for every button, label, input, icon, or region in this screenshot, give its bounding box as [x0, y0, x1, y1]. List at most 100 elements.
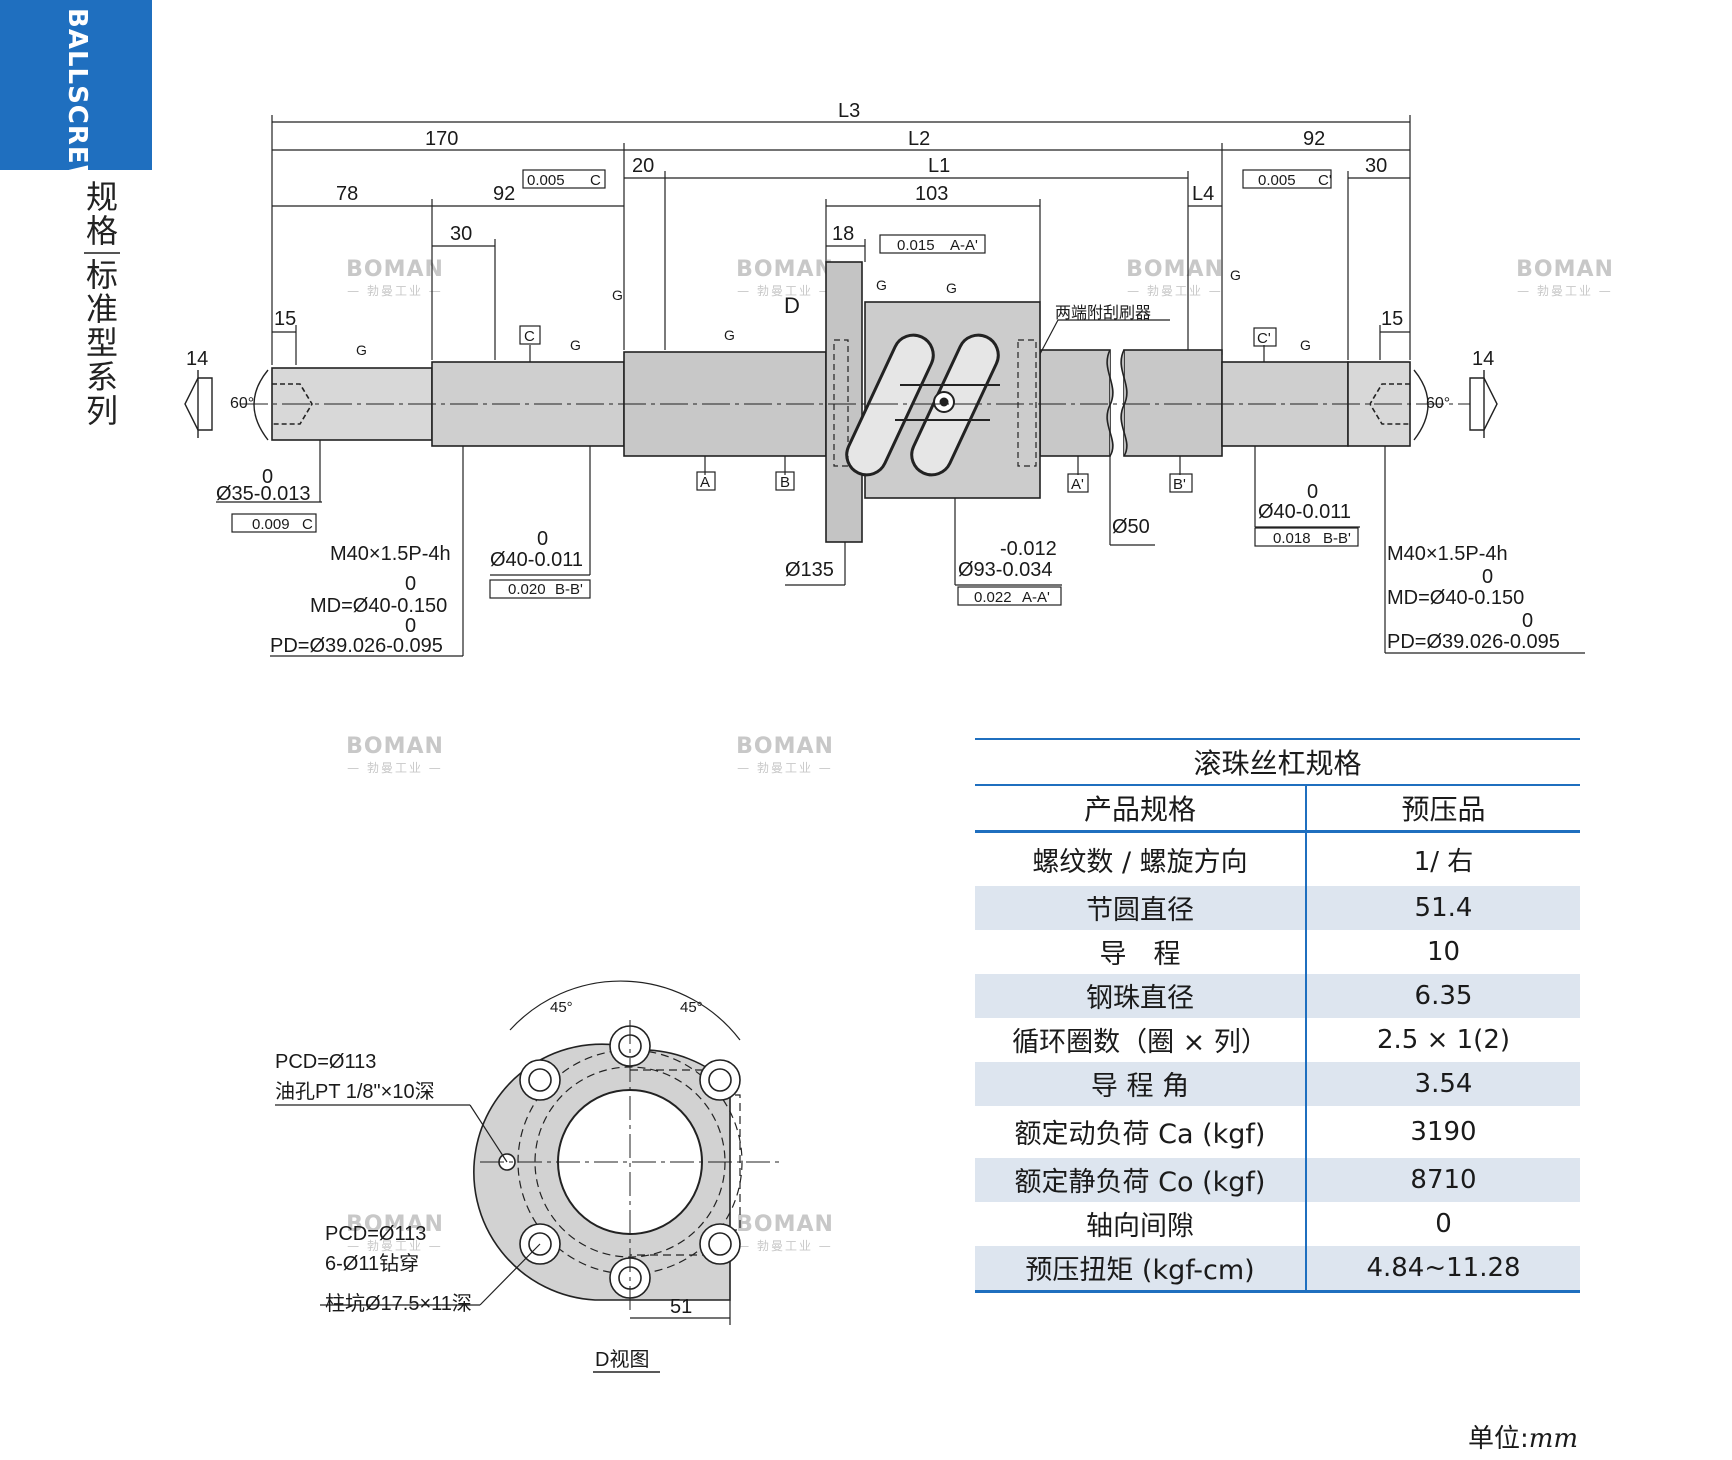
side-title-2: 标准型系列: [85, 256, 118, 430]
flange-view: [275, 980, 780, 1373]
side-tab: BALLSCREWS: [0, 0, 152, 214]
thread-left: M40×1.5P-4h: [330, 543, 451, 565]
tol-ref-aa: A-A': [950, 237, 978, 254]
d93: Ø93-0.034: [958, 559, 1053, 581]
watermark-logo: BOMAN— 勃曼工业 —: [346, 257, 444, 298]
angle-45-right: 45°: [680, 999, 703, 1016]
runout-nut-ref: A-A': [1022, 589, 1050, 606]
view-d-label: D: [784, 293, 800, 318]
d93-tol: -0.012: [1000, 538, 1057, 560]
datum-a2: A': [1071, 476, 1084, 493]
table-row: 预压扭矩 (kgf-cm)4.84~11.28: [975, 1245, 1580, 1293]
unit-label: 单位:mm: [1468, 1418, 1578, 1455]
grind-symbol: G: [1300, 337, 1311, 353]
datum-b2: B': [1173, 476, 1186, 493]
table-row: 额定动负荷 Ca (kgf)3190: [975, 1105, 1580, 1158]
grind-symbol: G: [1230, 267, 1241, 283]
mount-holes: 6-Ø11钻穿: [325, 1252, 419, 1275]
thread-right: M40×1.5P-4h: [1387, 543, 1508, 565]
tol-perp-c: 0.005: [527, 172, 565, 189]
tolerance-frames: [231, 169, 1359, 606]
watermark-logo: BOMAN— 勃曼工业 —: [736, 1212, 834, 1253]
watermark-logo: BOMAN— 勃曼工业 —: [1516, 257, 1614, 298]
side-title: 规格 标准型系列: [84, 180, 120, 428]
md-right: MD=Ø40-0.150: [1387, 587, 1524, 609]
grind-symbol: G: [612, 287, 623, 303]
dim-15-right: 15: [1381, 308, 1403, 330]
grind-symbol: G: [876, 277, 887, 293]
tol-perp-c2: 0.005: [1258, 172, 1296, 189]
d50: Ø50: [1112, 516, 1150, 538]
hex-end-symbols: [184, 369, 1498, 441]
runout-right-ref: B-B': [1323, 530, 1351, 547]
d40-left: Ø40-0.011: [490, 549, 583, 571]
screw-shaft: [271, 261, 1411, 543]
dim-103: 103: [915, 183, 948, 205]
tol-ref-c: C: [590, 172, 601, 189]
dim-L1: L1: [928, 155, 950, 177]
runout-left: 0.020: [508, 581, 546, 598]
d35: Ø35-0.013: [216, 483, 311, 505]
wiper-outline: [833, 339, 1037, 467]
nut-return-tube: [845, 333, 1000, 477]
runout-left-ref: B-B': [555, 581, 583, 598]
spec-title: 滚珠丝杠规格: [975, 738, 1580, 786]
watermark-logo: BOMAN— 勃曼工业 —: [736, 734, 834, 775]
view-caption: D视图: [595, 1348, 649, 1371]
datum-c2: C': [1257, 330, 1271, 347]
dim-30-right: 30: [1365, 155, 1387, 177]
spec-head-value: 预压品: [1306, 785, 1580, 833]
concentricity-ref: C: [302, 516, 313, 533]
datum-b: B: [780, 474, 790, 491]
flange-view-texts: PCD=Ø113 油孔PT 1/8"×10深 PCD=Ø113 6-Ø11钻穿 …: [275, 999, 703, 1371]
dim-L3: L3: [838, 100, 860, 122]
concentricity: 0.009: [252, 516, 290, 533]
d135: Ø135: [785, 559, 834, 581]
d40-right: Ø40-0.011: [1258, 501, 1351, 523]
grind-symbol: G: [570, 337, 581, 353]
watermark-logo: BOMAN— 勃曼工业 —: [346, 734, 444, 775]
watermark-logo: BOMAN— 勃曼工业 —: [346, 1212, 444, 1253]
pd-right-tol: 0: [1522, 610, 1533, 632]
grind-symbol: G: [724, 327, 735, 343]
pd-left-tol: 0: [405, 615, 416, 637]
dim-78: 78: [336, 183, 358, 205]
datum-c: C: [524, 328, 535, 345]
md-left-tol: 0: [405, 573, 416, 595]
dim-20: 20: [632, 155, 654, 177]
tol-perp-aa: 0.015: [897, 237, 935, 254]
runout-nut: 0.022: [974, 589, 1012, 606]
dim-L2: L2: [908, 128, 930, 150]
angle-right: 60°: [1426, 395, 1450, 412]
angle-45-left: 45°: [550, 999, 573, 1016]
leader-lines: [216, 319, 1585, 657]
angle-left: 60°: [230, 395, 254, 412]
oil-hole: 油孔PT 1/8"×10深: [275, 1080, 435, 1103]
dimension-lines: [271, 115, 1411, 365]
dim-L4: L4: [1192, 183, 1214, 205]
dim-14-right: 14: [1472, 348, 1494, 370]
unit-value: mm: [1528, 1424, 1579, 1454]
side-title-separator: [84, 252, 120, 254]
grind-symbol: G: [356, 342, 367, 358]
md-left: MD=Ø40-0.150: [310, 595, 447, 617]
dim-18: 18: [832, 223, 854, 245]
d40-right-tol: 0: [1307, 481, 1318, 503]
datum-a: A: [700, 474, 710, 491]
wiper-note: 两端附刮刷器: [1055, 304, 1151, 322]
table-row: 循环圈数（圈 × 列）2.5 × 1(2): [975, 1017, 1580, 1062]
dim-51: 51: [670, 1296, 692, 1318]
watermark-logo: BOMAN— 勃曼工业 —: [736, 257, 834, 298]
spec-head-param: 产品规格: [975, 785, 1307, 833]
unit-prefix: 单位:: [1468, 1424, 1529, 1454]
d40-left-tol: 0: [537, 528, 548, 550]
table-row: 额定静负荷 Co (kgf)8710: [975, 1157, 1580, 1202]
